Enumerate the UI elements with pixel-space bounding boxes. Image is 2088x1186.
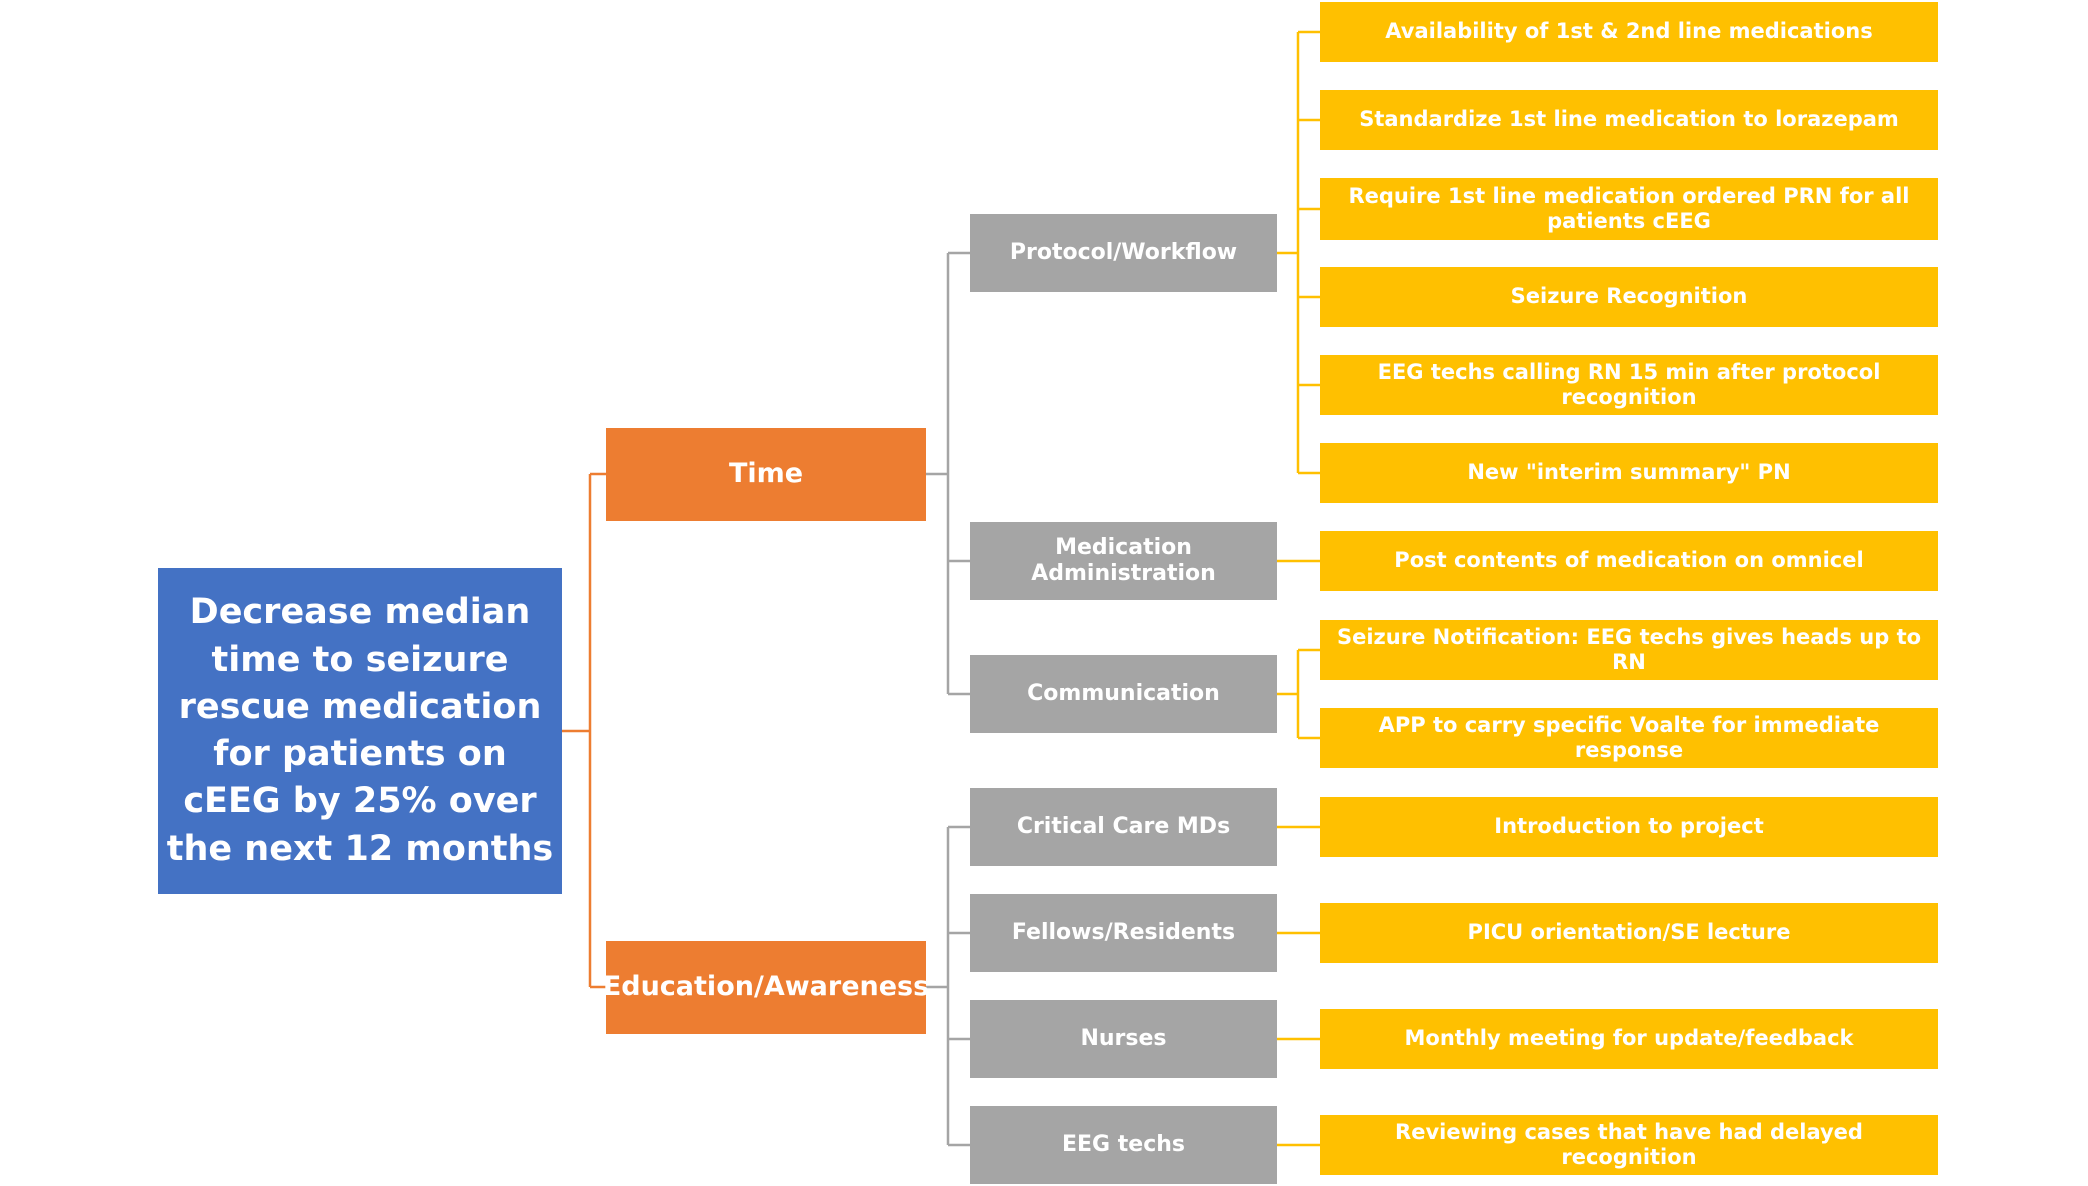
aim-text: Decrease median time to seizure rescue m… xyxy=(166,592,554,869)
change-idea-picu-orientation: PICU orientation/SE lecture xyxy=(1320,903,1938,963)
change-idea-text: New "interim summary" PN xyxy=(1467,460,1791,485)
secondary-eeg-techs: EEG techs xyxy=(970,1106,1277,1184)
secondary-nurses: Nurses xyxy=(970,1000,1277,1078)
change-idea-text: Standardize 1st line medication to loraz… xyxy=(1359,107,1899,132)
secondary-fellows-residents: Fellows/Residents xyxy=(970,894,1277,972)
secondary-label: Communication xyxy=(1027,680,1220,706)
change-idea-text: Seizure Notification: EEG techs gives he… xyxy=(1336,624,1922,674)
driver-time: Time xyxy=(606,428,926,521)
aim-box: Decrease median time to seizure rescue m… xyxy=(158,568,562,894)
change-idea-eeg-techs-calling: EEG techs calling RN 15 min after protoc… xyxy=(1320,355,1938,415)
change-idea-interim-summary: New "interim summary" PN xyxy=(1320,443,1938,503)
change-idea-introduction: Introduction to project xyxy=(1320,797,1938,857)
change-idea-text: Availability of 1st & 2nd line medicatio… xyxy=(1385,19,1873,44)
change-idea-text: Monthly meeting for update/feedback xyxy=(1404,1026,1854,1051)
change-idea-text: EEG techs calling RN 15 min after protoc… xyxy=(1377,359,1881,409)
change-idea-text: APP to carry specific Voalte for immedia… xyxy=(1378,712,1880,762)
secondary-communication: Communication xyxy=(970,655,1277,733)
secondary-label: EEG techs xyxy=(1061,1131,1185,1157)
change-idea-medication-availability: Availability of 1st & 2nd line medicatio… xyxy=(1320,2,1938,62)
change-idea-text: Post contents of medication on omnicel xyxy=(1394,548,1864,573)
driver-time-label: Time xyxy=(728,458,804,490)
change-idea-text: Require 1st line medication ordered PRN … xyxy=(1348,183,1910,233)
driver-education-label: Education/Awareness xyxy=(602,971,930,1003)
change-idea-seizure-notification: Seizure Notification: EEG techs gives he… xyxy=(1320,620,1938,680)
secondary-label: Fellows/Residents xyxy=(1011,919,1236,945)
secondary-medication-administration: Medication Administration xyxy=(970,522,1277,600)
driver-education-awareness: Education/Awareness xyxy=(602,941,930,1034)
change-idea-seizure-recognition: Seizure Recognition xyxy=(1320,267,1938,327)
change-idea-prn-order: Require 1st line medication ordered PRN … xyxy=(1320,178,1938,240)
secondary-label: Protocol/Workflow xyxy=(1009,239,1238,265)
change-idea-omnicel: Post contents of medication on omnicel xyxy=(1320,531,1938,591)
change-idea-text: Reviewing cases that have had delayed re… xyxy=(1395,1119,1863,1169)
secondary-label: Nurses xyxy=(1080,1025,1167,1051)
change-idea-monthly-meeting: Monthly meeting for update/feedback xyxy=(1320,1009,1938,1069)
change-idea-text: PICU orientation/SE lecture xyxy=(1467,920,1791,945)
secondary-protocol-workflow: Protocol/Workflow xyxy=(970,214,1277,292)
secondary-label: Critical Care MDs xyxy=(1016,813,1231,839)
change-idea-reviewing-cases: Reviewing cases that have had delayed re… xyxy=(1320,1115,1938,1175)
change-idea-text: Introduction to project xyxy=(1494,814,1764,839)
change-idea-app-voalte: APP to carry specific Voalte for immedia… xyxy=(1320,708,1938,768)
change-idea-standardize-lorazepam: Standardize 1st line medication to loraz… xyxy=(1320,90,1938,150)
secondary-critical-care-mds: Critical Care MDs xyxy=(970,788,1277,866)
change-idea-text: Seizure Recognition xyxy=(1510,284,1748,309)
secondary-label: Medication Administration xyxy=(1031,534,1216,586)
